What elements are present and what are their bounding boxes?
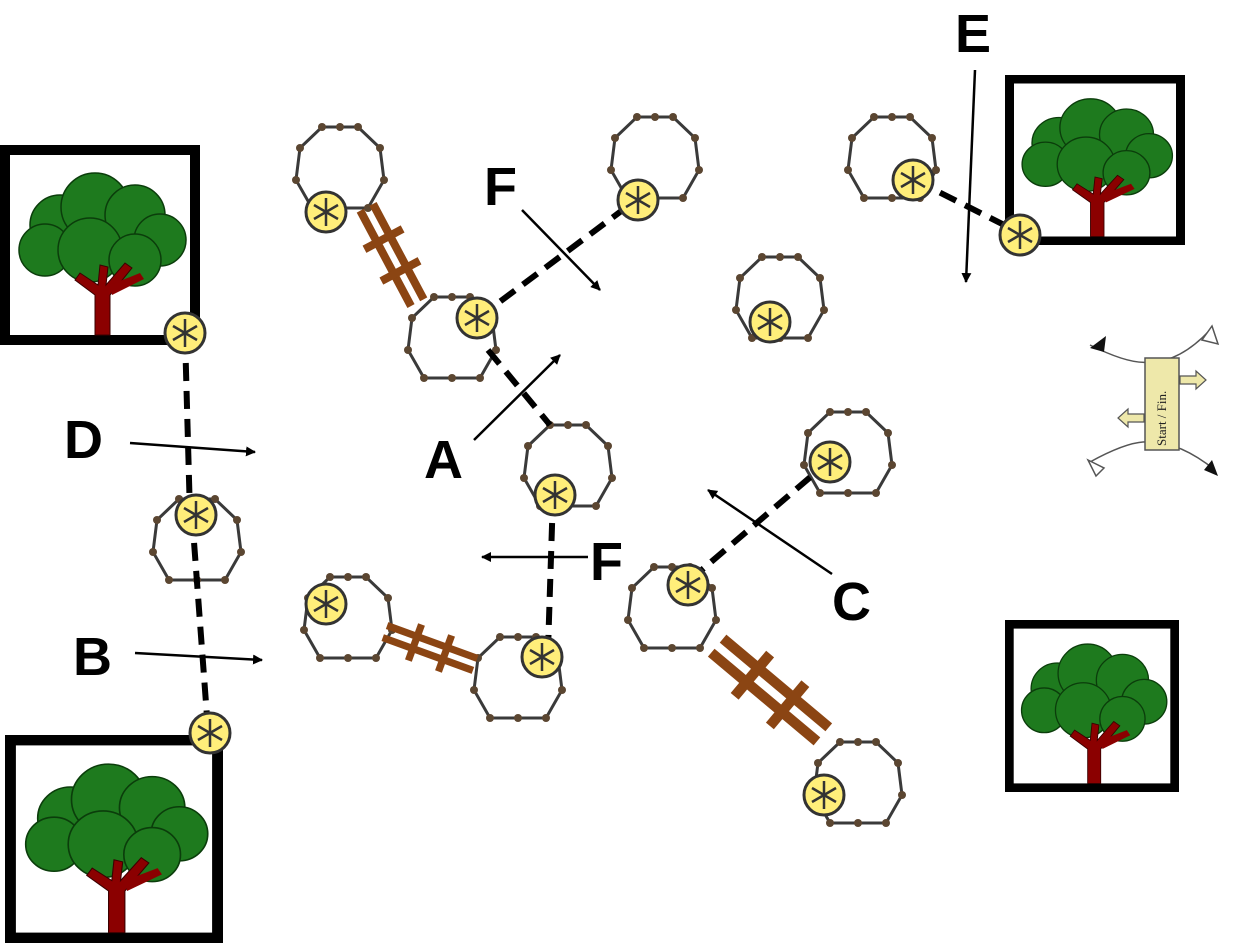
wheel-flag-icon <box>666 563 710 607</box>
wheel-flag-icon <box>802 773 846 817</box>
start-finish-text: Start / Fin. <box>1154 391 1169 446</box>
wheel-flag-icon <box>163 311 207 355</box>
tree-icon <box>1009 624 1174 787</box>
arrow-d <box>129 441 256 457</box>
wheel-flag-icon <box>998 213 1042 257</box>
tree-icon <box>1010 79 1181 241</box>
start-finish-box <box>1144 357 1180 451</box>
label-c: C <box>832 572 871 632</box>
label-e: E <box>955 4 991 64</box>
wheel-flag-icon <box>174 493 218 537</box>
label-f-top: F <box>484 157 517 217</box>
wheel-flag-icon <box>533 473 577 517</box>
label-b: B <box>73 627 112 687</box>
wheel-flag-icon <box>188 711 232 755</box>
wheel-flag-icon <box>891 158 935 202</box>
arrow-a <box>473 354 561 441</box>
ground-rail-icon <box>378 614 481 683</box>
arrow-e <box>961 69 977 283</box>
wheel-flag-icon <box>808 440 852 484</box>
tree-icon <box>10 740 217 938</box>
label-f-mid: F <box>590 532 623 592</box>
label-a: A <box>424 430 463 490</box>
wheel-flag-icon <box>520 635 564 679</box>
wheel-flag-icon <box>455 296 499 340</box>
start-finish-marker: Start / Fin. <box>1086 324 1220 478</box>
ground-rail-icon <box>699 625 840 756</box>
wheel-flag-icon <box>748 300 792 344</box>
arrow-b <box>134 651 263 665</box>
wheel-flag-icon <box>304 582 348 626</box>
arrow-c <box>707 488 833 576</box>
wheel-flag-icon <box>616 178 660 222</box>
wheel-flag-icon <box>304 190 348 234</box>
gate-lines <box>182 177 1022 731</box>
direction-arrows <box>129 69 977 665</box>
tree-icon <box>5 150 195 340</box>
label-d: D <box>64 410 103 470</box>
ground-rail-icon <box>348 197 437 313</box>
arrow-f-top <box>521 209 601 291</box>
